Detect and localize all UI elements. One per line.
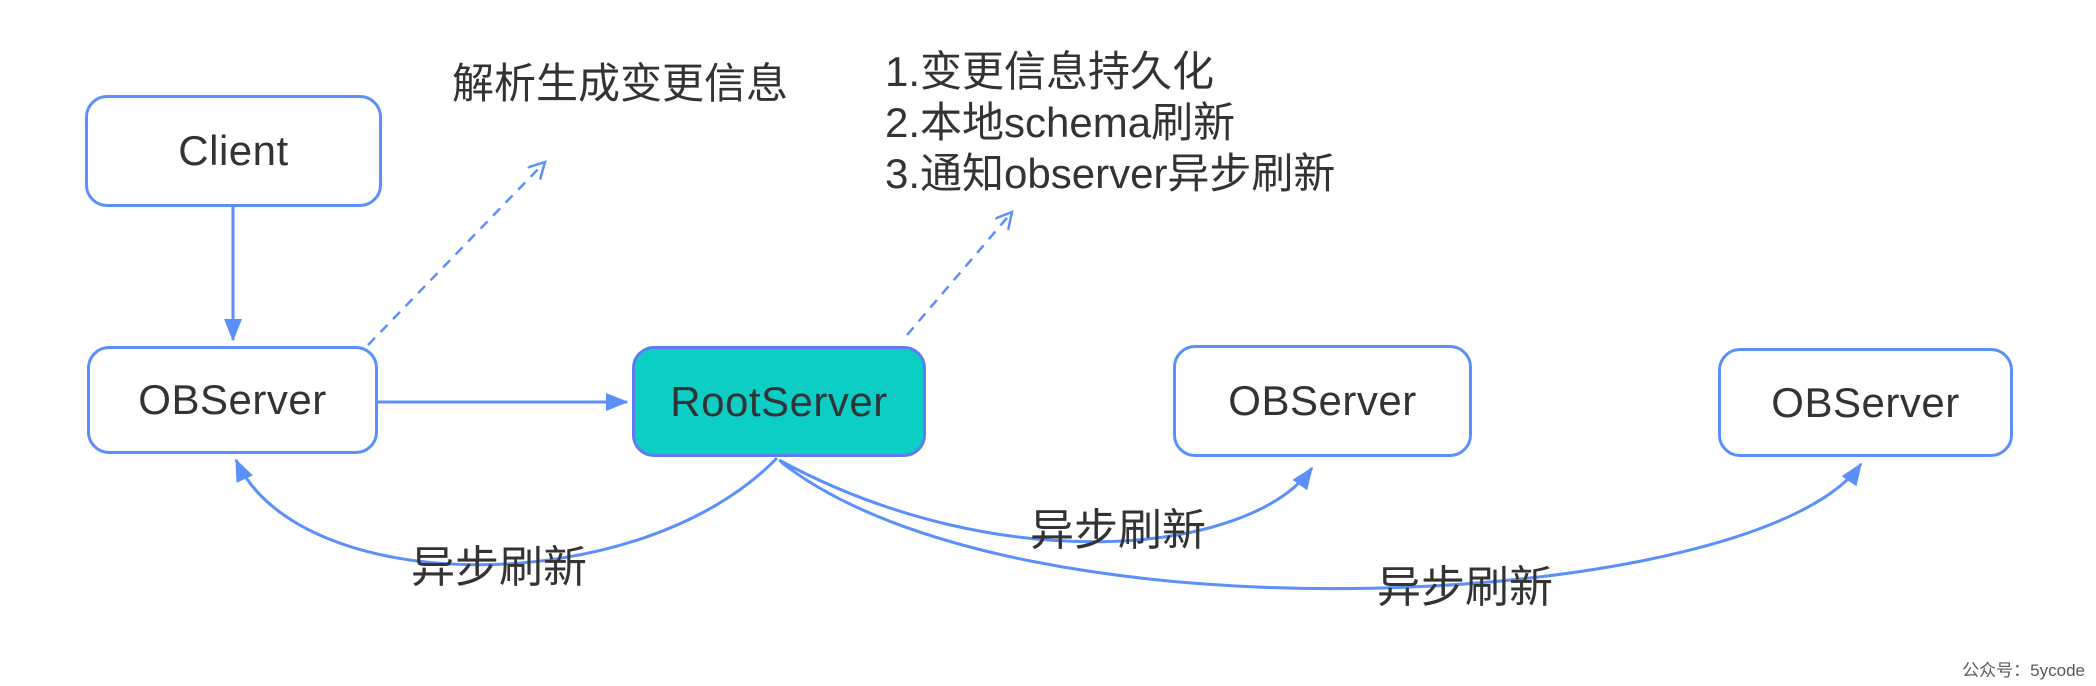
- watermark-text: 公众号：5ycode: [1962, 661, 2085, 680]
- edge-label-async-refresh-3: 异步刷新: [1377, 563, 1553, 612]
- node-observer-2-label: OBServer: [1228, 377, 1417, 424]
- annotation-step-3: 3.通知observer异步刷新: [885, 150, 1336, 197]
- node-rootserver: RootServer: [632, 346, 926, 457]
- node-observer-3: OBServer: [1718, 348, 2013, 457]
- annotation-step-1: 1.变更信息持久化: [885, 48, 1215, 95]
- edge-dashed-observer1-to-parse-note: [367, 162, 545, 346]
- edge-rootserver-to-observer3-async: [780, 460, 1863, 591]
- node-observer-1: OBServer: [87, 346, 378, 454]
- annotation-step-2: 2.本地schema刷新: [885, 99, 1236, 146]
- node-rootserver-label: RootServer: [670, 377, 888, 425]
- node-observer-3-label: OBServer: [1771, 378, 1960, 426]
- node-observer-2: OBServer: [1173, 345, 1472, 457]
- node-observer-1-label: OBServer: [138, 376, 327, 423]
- edge-label-async-refresh-1: 异步刷新: [411, 543, 587, 592]
- node-client: Client: [85, 95, 382, 207]
- edge-rootserver-to-observer1-async: [234, 456, 779, 567]
- edge-dashed-rootserver-to-steps-note: [906, 212, 1012, 336]
- annotation-steps-list: 1.变更信息持久化 2.本地schema刷新 3.通知observer异步刷新: [885, 46, 1335, 199]
- node-client-label: Client: [178, 127, 289, 174]
- annotation-parse-note: 解析生成变更信息: [452, 60, 789, 107]
- edge-rootserver-to-observer2-async: [778, 458, 1314, 544]
- edge-label-async-refresh-2: 异步刷新: [1030, 506, 1206, 555]
